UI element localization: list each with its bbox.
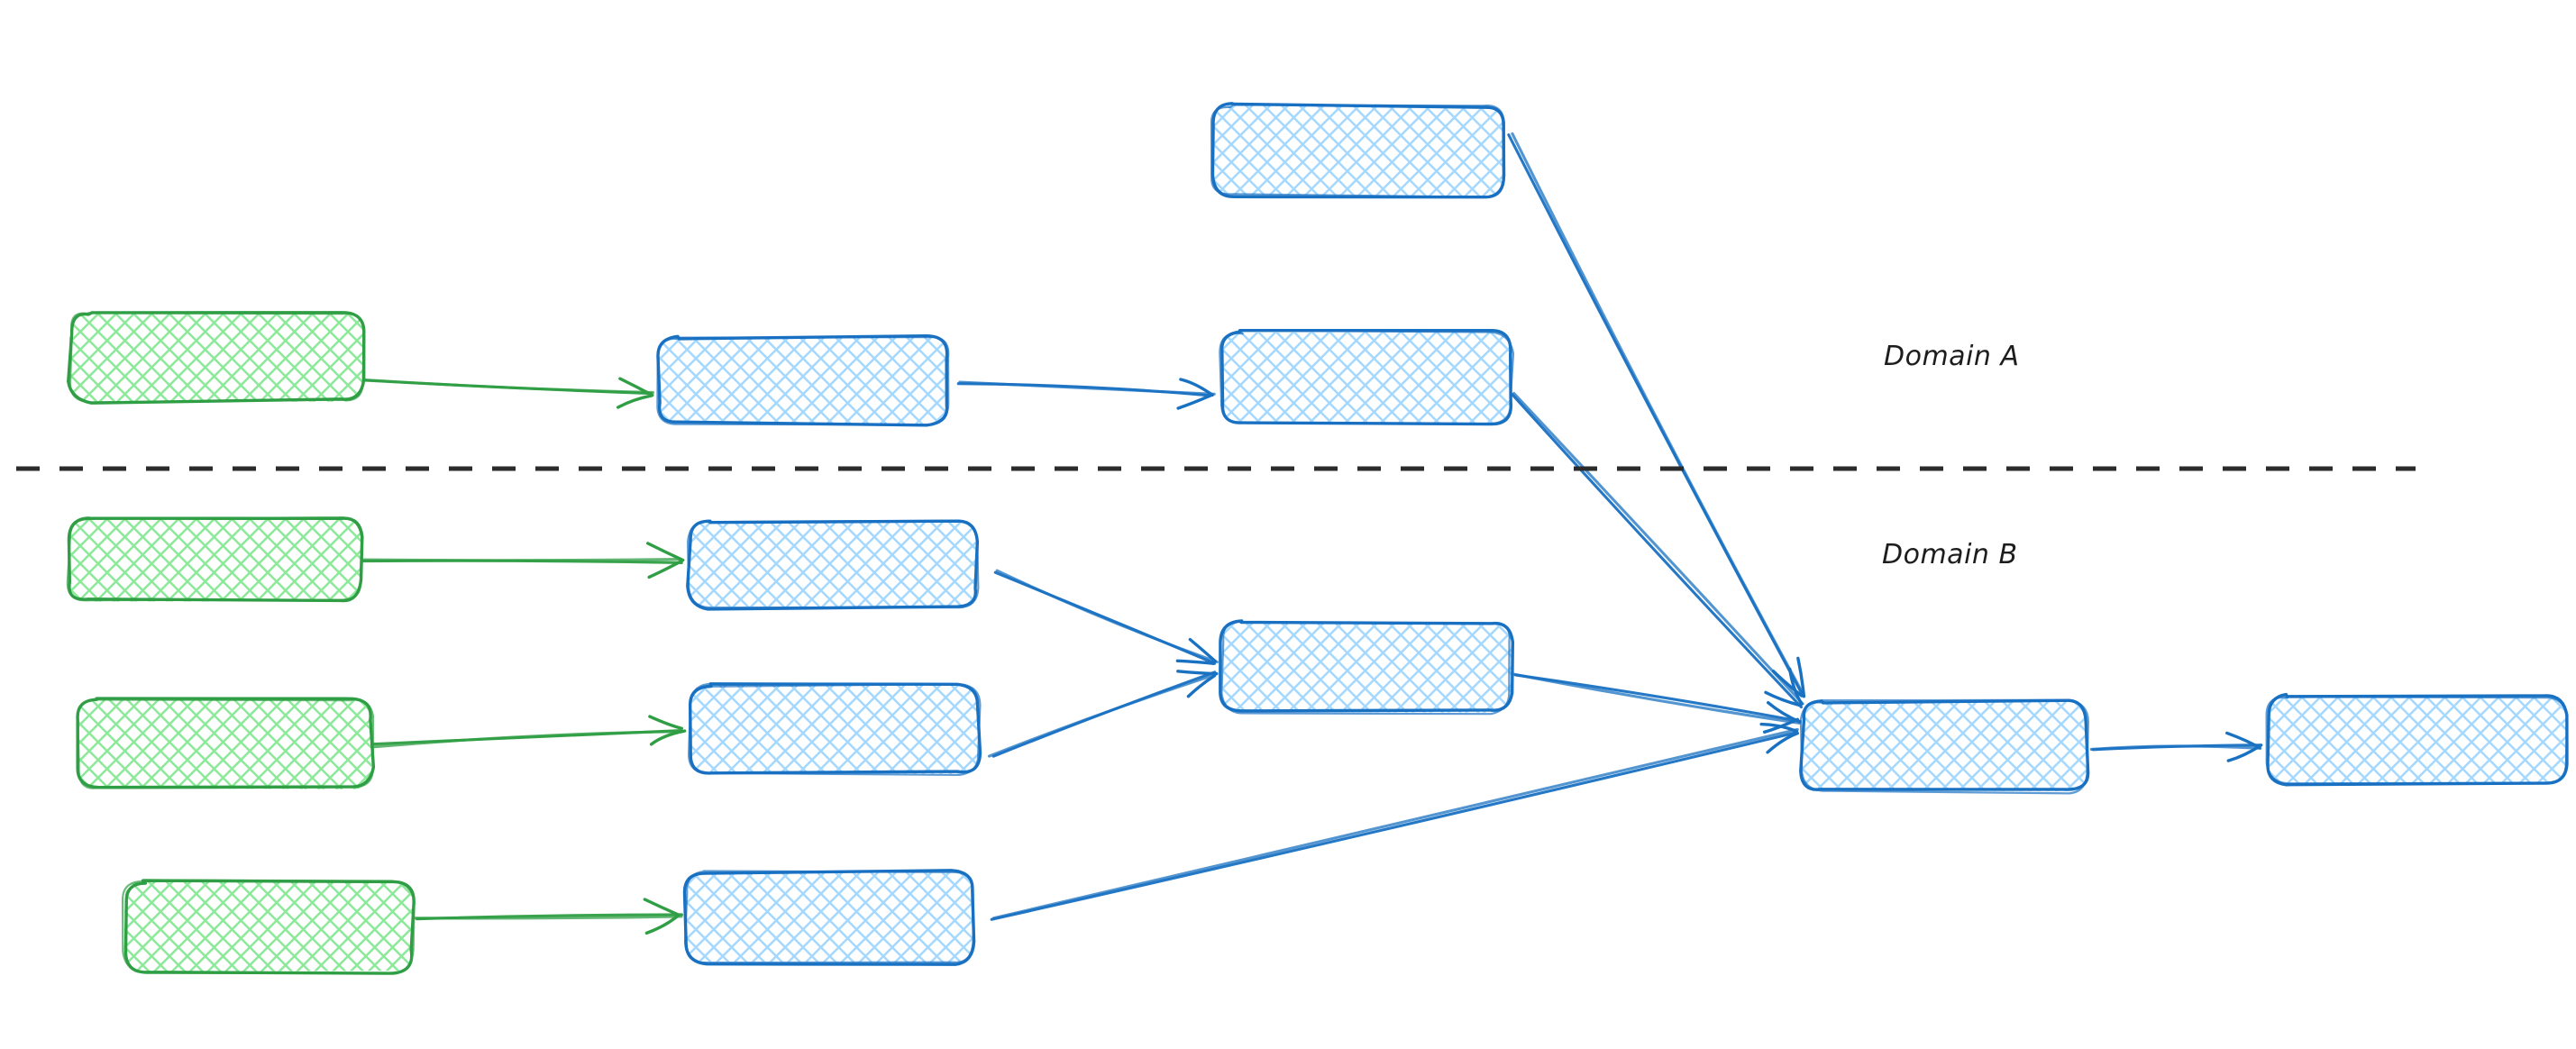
edge-layer [361, 132, 2263, 935]
node-n-a-source[interactable] [67, 311, 366, 405]
node-n-a-top[interactable] [1210, 102, 1506, 199]
node-n-b-src-2[interactable] [76, 697, 376, 789]
lane-label-domain-b: Domain B [1882, 539, 2018, 570]
node-fill [2267, 695, 2566, 784]
node-outline [69, 312, 365, 404]
node-fill [685, 871, 973, 963]
node-n-b-final[interactable] [2265, 692, 2569, 787]
edge-n-b-sink-to-n-b-final [2089, 731, 2263, 762]
edge-n-a-top-to-n-b-sink [1507, 132, 1806, 698]
edge-n-b-mid-2-to-n-b-join [987, 670, 1219, 758]
node-n-b-mid-1[interactable] [686, 519, 980, 611]
node-outline [688, 682, 982, 777]
edge-n-a-right-to-n-b-sink [1511, 391, 1804, 709]
node-outline [2265, 696, 2569, 785]
node-n-a-mid[interactable] [656, 333, 950, 427]
node-n-b-mid-2[interactable] [688, 682, 982, 777]
edge-n-b-src-1-to-n-b-mid-1 [361, 542, 685, 579]
edge-n-b-src-2-to-n-b-mid-2 [369, 715, 687, 749]
node-fill [1222, 621, 1512, 713]
node-layer [66, 102, 2569, 975]
node-outline [683, 870, 974, 964]
node-fill [690, 684, 980, 774]
edge-n-b-join-to-n-b-sink [1512, 672, 1802, 734]
node-outline [1799, 698, 2089, 795]
node-outline [1210, 102, 1506, 199]
node-fill [123, 880, 414, 972]
node-outline [77, 698, 375, 789]
node-n-b-join[interactable] [1219, 619, 1515, 716]
node-fill [1219, 332, 1512, 424]
node-n-a-right[interactable] [1219, 328, 1515, 426]
node-outline [121, 879, 416, 974]
node-outline [687, 519, 980, 609]
edge-n-b-mid-3-to-n-b-sink [990, 722, 1799, 921]
node-outline [656, 335, 950, 426]
node-outline [1210, 104, 1506, 198]
node-n-b-src-1[interactable] [66, 516, 364, 603]
node-fill [69, 312, 364, 402]
node-fill [69, 518, 361, 602]
node-fill [689, 521, 978, 607]
node-outline [66, 516, 363, 602]
node-fill [1802, 700, 2088, 792]
edge-n-b-src-3-to-n-b-mid-3 [411, 898, 683, 935]
node-n-b-mid-3[interactable] [682, 869, 976, 966]
edge-n-a-source-to-n-a-mid [361, 377, 655, 409]
lane-label-domain-a: Domain A [1884, 341, 2020, 372]
node-outline [1220, 620, 1511, 716]
node-fill [1211, 105, 1505, 196]
edge-n-b-mid-1-to-n-b-join [993, 569, 1219, 665]
node-fill [77, 698, 372, 789]
node-fill [657, 336, 949, 424]
edge-n-a-mid-to-n-a-right [956, 378, 1216, 410]
node-n-b-sink[interactable] [1799, 698, 2090, 795]
node-outline [1219, 329, 1515, 425]
node-n-b-src-3[interactable] [121, 879, 416, 975]
